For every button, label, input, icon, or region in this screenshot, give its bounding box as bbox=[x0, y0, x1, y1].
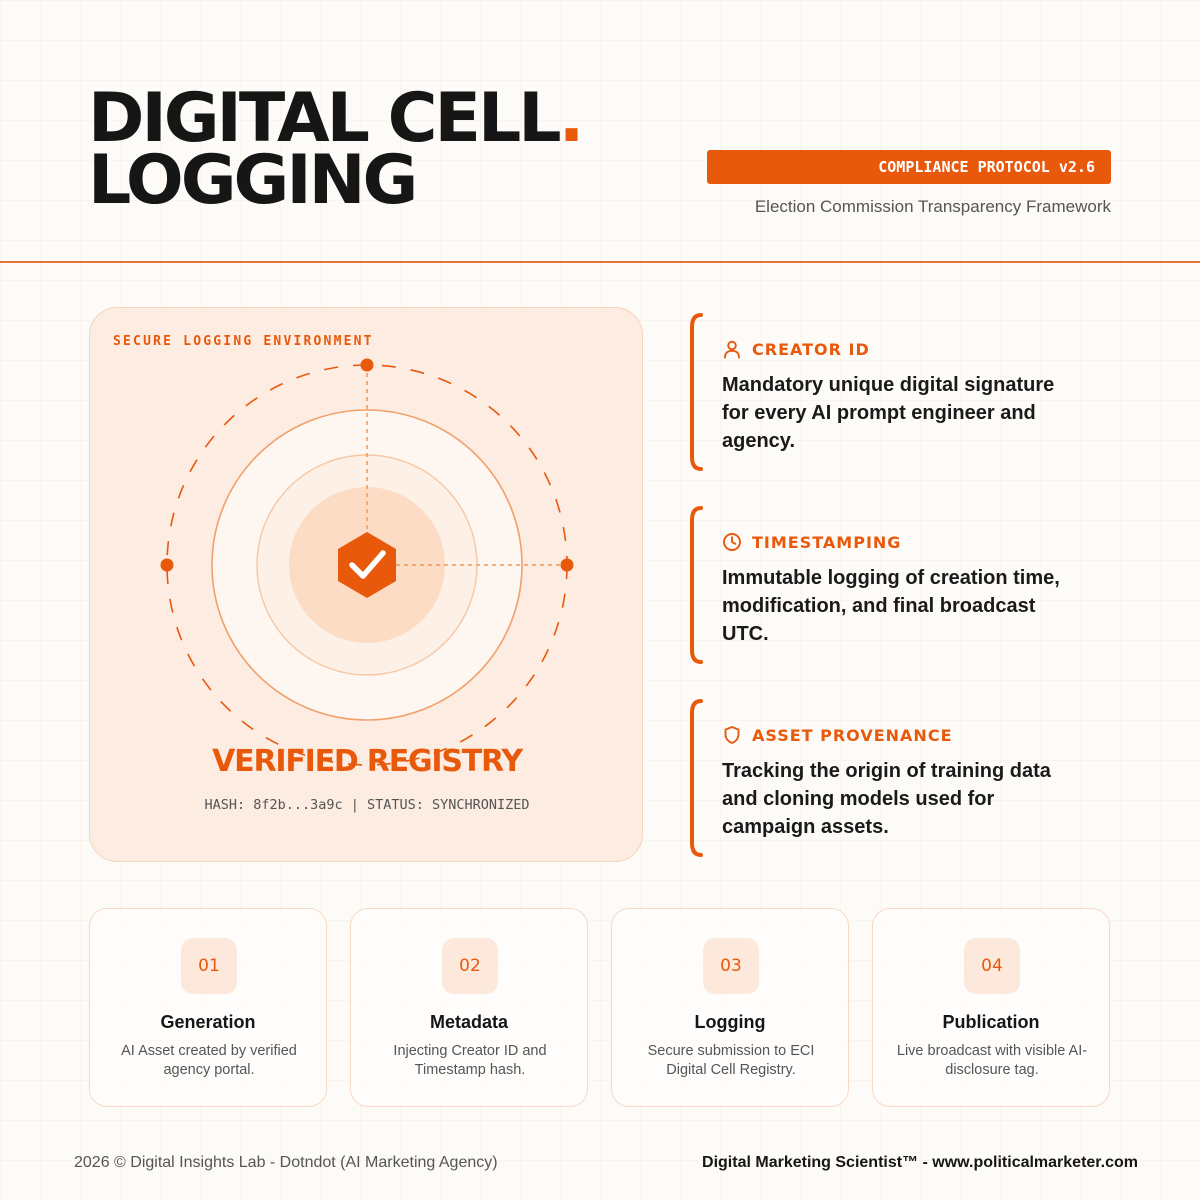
compliance-badge: COMPLIANCE PROTOCOL v2.6 bbox=[707, 150, 1111, 184]
title-accent-dot: . bbox=[558, 79, 585, 158]
framework-subtitle: Election Commission Transparency Framewo… bbox=[754, 197, 1111, 216]
step-description: AI Asset created by verified agency port… bbox=[121, 1043, 297, 1078]
page-title: DIGITAL CELL. LOGGING bbox=[88, 85, 584, 215]
feature-description: Mandatory unique digital signature for e… bbox=[722, 374, 1055, 452]
hexagon-check-icon bbox=[338, 532, 396, 598]
feature-timestamping: TIMESTAMPING Immutable logging of creati… bbox=[688, 506, 1108, 664]
step-card-metadata: 02 Metadata Injecting Creator ID and Tim… bbox=[350, 908, 588, 1107]
feature-description: Tracking the origin of training data and… bbox=[722, 760, 1051, 838]
step-number: 04 bbox=[964, 938, 1020, 994]
step-number: 03 bbox=[703, 938, 759, 994]
accent-bracket bbox=[690, 313, 703, 471]
step-number: 01 bbox=[181, 938, 237, 994]
step-description: Injecting Creator ID and Timestamp hash. bbox=[393, 1043, 547, 1078]
step-card-publication: 04 Publication Live broadcast with visib… bbox=[872, 908, 1110, 1107]
user-icon bbox=[724, 340, 740, 359]
feature-description: Immutable logging of creation time, modi… bbox=[722, 567, 1060, 645]
shield-icon bbox=[724, 726, 740, 744]
feature-asset-provenance: ASSET PROVENANCE Tracking the origin of … bbox=[688, 699, 1108, 857]
panel-label: SECURE LOGGING ENVIRONMENT bbox=[113, 334, 374, 349]
clock-icon bbox=[723, 533, 741, 551]
step-card-logging: 03 Logging Secure submission to ECI Digi… bbox=[611, 908, 849, 1107]
node-left bbox=[160, 558, 174, 572]
header-divider bbox=[0, 261, 1200, 263]
footer-copyright: 2026 © Digital Insights Lab - Dotndot (A… bbox=[74, 1154, 498, 1171]
feature-creator-id: CREATOR ID Mandatory unique digital sign… bbox=[688, 313, 1108, 471]
step-title: Logging bbox=[694, 1012, 766, 1032]
feature-label: CREATOR ID bbox=[752, 339, 870, 359]
node-right bbox=[560, 558, 574, 572]
step-title: Metadata bbox=[429, 1012, 509, 1032]
registry-orbit-diagram bbox=[160, 358, 574, 766]
feature-label: TIMESTAMPING bbox=[752, 532, 902, 552]
node-top bbox=[360, 358, 374, 372]
registry-title: VERIFIED REGISTRY bbox=[212, 744, 523, 779]
registry-hash-status: HASH: 8f2b...3a9c | STATUS: SYNCHRONIZED bbox=[204, 797, 530, 813]
registry-panel: SECURE LOGGING ENVIRONMENT VERIFIED REGI… bbox=[89, 307, 643, 862]
title-line-1: DIGITAL CELL bbox=[88, 79, 562, 158]
step-number: 02 bbox=[442, 938, 498, 994]
step-card-generation: 01 Generation AI Asset created by verifi… bbox=[89, 908, 327, 1107]
accent-bracket bbox=[690, 506, 703, 664]
step-description: Secure submission to ECI Digital Cell Re… bbox=[647, 1043, 815, 1078]
step-title: Publication bbox=[942, 1012, 1040, 1032]
feature-label: ASSET PROVENANCE bbox=[752, 725, 953, 745]
step-title: Generation bbox=[160, 1012, 256, 1032]
step-description: Live broadcast with visible AI-disclosur… bbox=[896, 1043, 1088, 1078]
accent-bracket bbox=[690, 699, 703, 857]
footer-credit: Digital Marketing Scientist™ - www.polit… bbox=[702, 1154, 1138, 1171]
title-line-2: LOGGING bbox=[88, 141, 418, 220]
